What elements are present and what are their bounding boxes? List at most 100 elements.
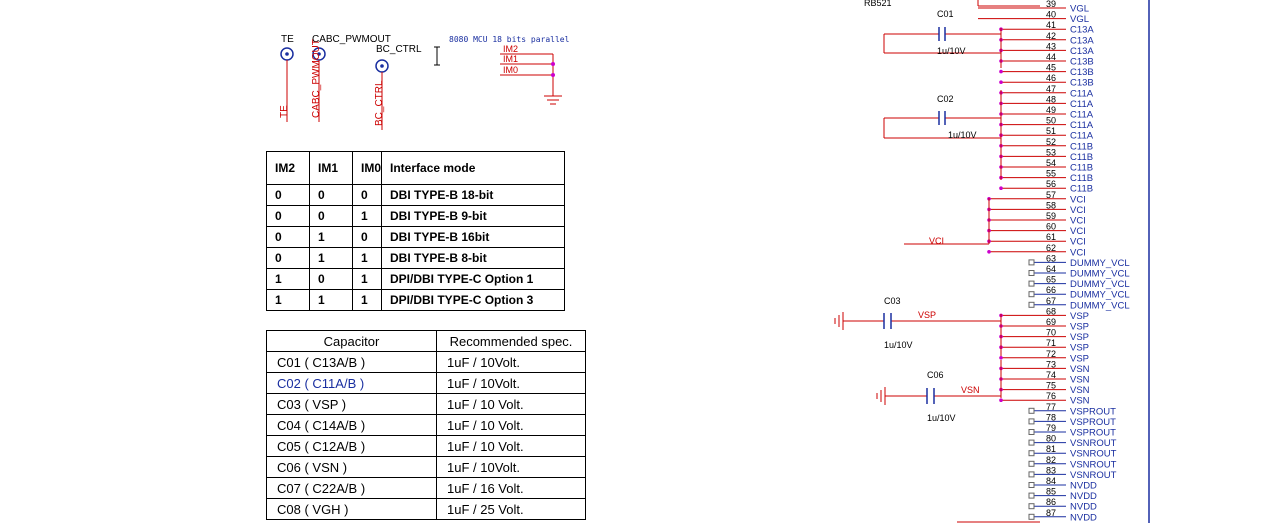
pin-number: 42 (1046, 31, 1056, 41)
te-net-label: TE (279, 105, 290, 118)
c02-capacitor (883, 90, 1002, 180)
pin-number: 80 (1046, 434, 1056, 444)
cabc-net-label: CABC_PWMOUT (311, 39, 322, 118)
text-cursor-icon (434, 46, 440, 66)
im-value-cell: 1 (351, 247, 383, 269)
pin-number: 39 (1046, 0, 1056, 9)
pin-name: C11A (1070, 110, 1094, 121)
capacitor-cell: C06 ( VSN ) (266, 456, 437, 478)
table-row: C08 ( VGH )1uF / 25 Volt. (266, 498, 586, 520)
im1-label: IM1 (503, 54, 518, 64)
table-row: C03 ( VSP )1uF / 10 Volt. (266, 393, 586, 415)
pin-number: 58 (1046, 200, 1056, 210)
c02-label: C02 (937, 94, 954, 104)
vci-net-label: VCI (929, 236, 944, 246)
pin-number: 54 (1046, 158, 1056, 168)
spec-cell: 1uF / 10Volt. (436, 372, 586, 394)
capacitor-cell: C02 ( C11A/B ) (266, 372, 437, 394)
pin-name: VSPROUT (1070, 417, 1116, 428)
capacitor-cell: C07 ( C22A/B ) (266, 477, 437, 499)
pin-name: C11B (1070, 163, 1093, 174)
spec-cell: 1uF / 10Volt. (436, 456, 586, 478)
pin-number: 72 (1046, 349, 1056, 359)
im-value-cell: 0 (351, 226, 383, 248)
capacitor-cell: C03 ( VSP ) (266, 393, 437, 415)
pin-number: 87 (1046, 508, 1056, 518)
header-im1: IM1 (309, 151, 353, 185)
junction-dot (999, 356, 1003, 360)
spec-cell: 1uF / 25 Volt. (436, 498, 586, 520)
pin-name: VSNROUT (1070, 459, 1117, 470)
pin-number: 65 (1046, 275, 1056, 285)
spec-cell: 1uF / 10 Volt. (436, 435, 586, 457)
mode-name-cell: DPI/DBI TYPE-C Option 1 (381, 268, 565, 290)
pin-number: 86 (1046, 497, 1056, 507)
no-connect-marker (1028, 418, 1035, 425)
pin-name: NVDD (1070, 481, 1097, 492)
im-value-cell: 0 (266, 226, 310, 248)
vsn-net-label: VSN (961, 385, 980, 395)
capacitor-spec-table: Capacitor Recommended spec. C01 ( C13A/B… (266, 330, 586, 520)
capacitor-cell: C05 ( C12A/B ) (266, 435, 437, 457)
pin-name: VCI (1070, 194, 1086, 205)
pin-name: C11A (1070, 131, 1094, 142)
pin-number: 68 (1046, 306, 1056, 316)
junction-dot (999, 69, 1003, 74)
pin-name: NVDD (1070, 512, 1097, 523)
table-row: C02 ( C11A/B )1uF / 10Volt. (266, 372, 586, 394)
table-row: C05 ( C12A/B )1uF / 10 Volt. (266, 435, 586, 457)
pin-name: VCI (1070, 226, 1086, 237)
pin-number: 56 (1046, 179, 1056, 189)
bc-probe (375, 59, 389, 130)
pin-number: 53 (1046, 147, 1056, 157)
no-connect-marker (1028, 407, 1035, 414)
mode-header-row: IM2 IM1 IM0 Interface mode (266, 151, 565, 185)
capacitor-cell: C04 ( C14A/B ) (266, 414, 437, 436)
im-value-cell: 1 (351, 205, 383, 227)
c01-value: 1u/10V (937, 46, 966, 56)
pin-number: 40 (1046, 10, 1056, 20)
pin-number: 67 (1046, 296, 1056, 306)
spec-cell: 1uF / 10 Volt. (436, 393, 586, 415)
header-im0: IM0 (351, 151, 383, 185)
im-value-cell: 1 (266, 268, 310, 290)
c01-capacitor (883, 27, 1002, 68)
pin-number: 61 (1046, 232, 1056, 242)
pin-name: C13A (1070, 46, 1094, 57)
c06-capacitor (876, 360, 1002, 405)
c01-label: C01 (937, 9, 954, 19)
pin-number: 71 (1046, 338, 1056, 348)
pin-name: VCI (1070, 216, 1086, 227)
im2-label: IM2 (503, 44, 518, 54)
pin-name: VGL (1070, 4, 1089, 15)
no-connect-marker (1028, 291, 1035, 298)
pin-name: DUMMY_VCL (1070, 258, 1130, 269)
no-connect-marker (1028, 503, 1035, 510)
no-connect-marker (1028, 482, 1035, 488)
mode-name-cell: DPI/DBI TYPE-C Option 3 (381, 289, 565, 311)
pin-name: VCI (1070, 205, 1086, 216)
no-connect-marker (1028, 270, 1035, 276)
te-probe (280, 47, 294, 122)
pin-name: VSPROUT (1070, 428, 1116, 439)
c06-value: 1u/10V (927, 413, 956, 423)
im-value-cell: 0 (309, 268, 353, 290)
junction-dot (999, 80, 1003, 84)
pin-name: C11B (1070, 184, 1093, 195)
pin-number: 78 (1046, 412, 1056, 422)
te-label: TE (281, 34, 294, 45)
pin-number: 81 (1046, 444, 1056, 454)
no-connect-marker (1028, 259, 1035, 266)
table-row: C06 ( VSN )1uF / 10Volt. (266, 456, 586, 478)
im-value-cell: 0 (351, 184, 383, 206)
pin-number: 66 (1046, 285, 1056, 295)
pin-number: 52 (1046, 137, 1056, 147)
im-value-cell: 0 (266, 205, 310, 227)
pin-name: VSP (1070, 322, 1089, 333)
cabc-probe (312, 47, 326, 122)
